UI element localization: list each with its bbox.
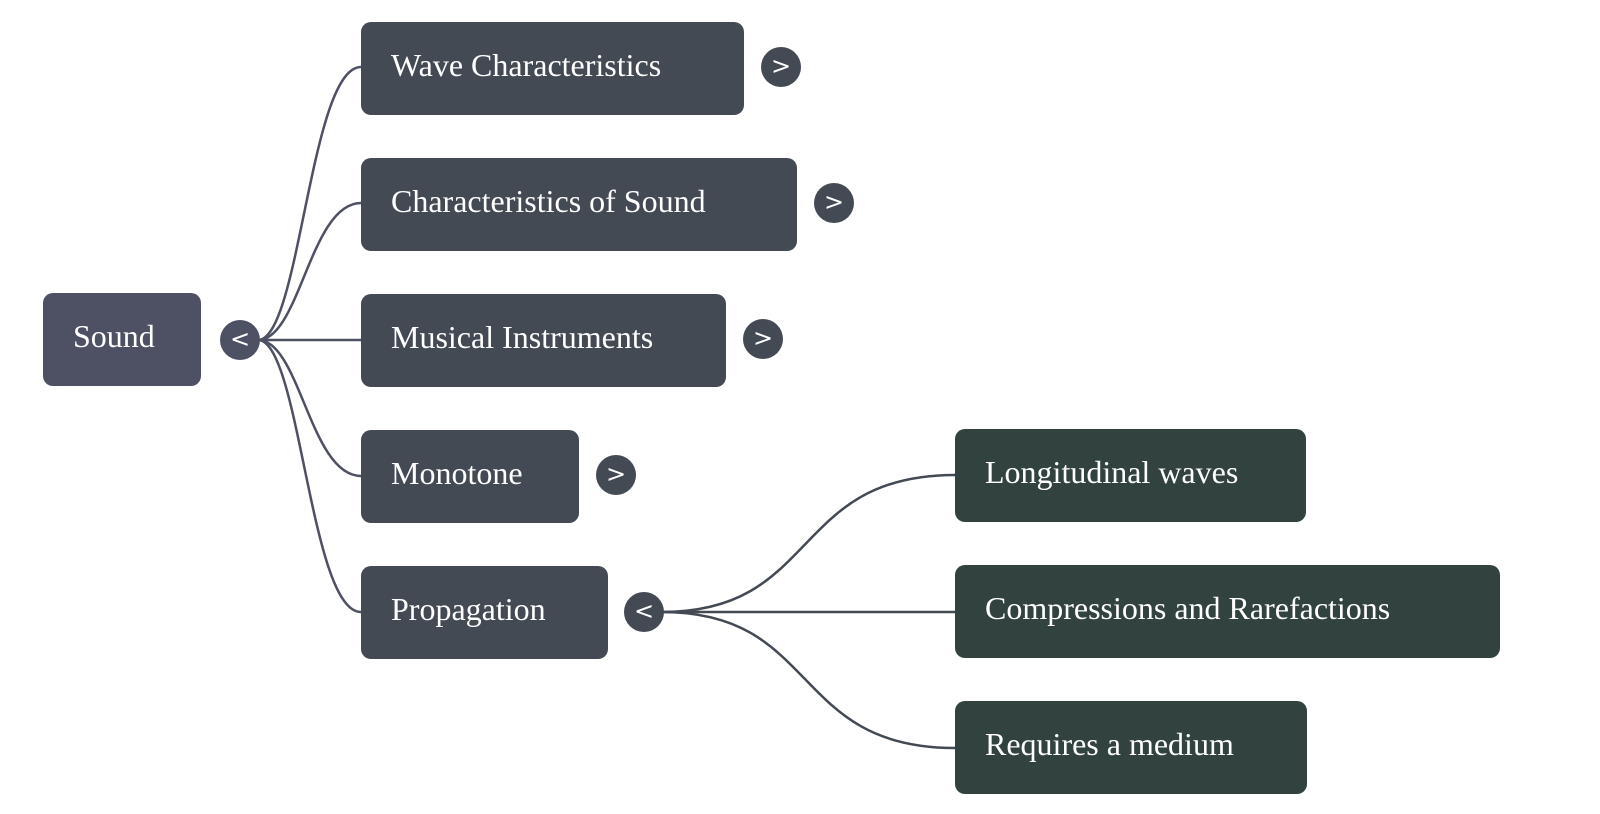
expand-icon: > <box>770 52 792 80</box>
node-label: Wave Characteristics <box>391 47 662 83</box>
collapse-icon: < <box>229 325 251 353</box>
node-label: Propagation <box>391 591 546 627</box>
connector-sound-to-characteristics-of-sound <box>257 201 362 342</box>
node-musical-instruments[interactable]: Musical Instruments <box>361 294 726 387</box>
expand-toggle-monotone[interactable]: > <box>596 455 636 495</box>
connector-sound-to-wave-characteristics <box>257 65 362 342</box>
node-wave-characteristics[interactable]: Wave Characteristics <box>361 22 744 115</box>
node-label: Monotone <box>391 455 523 491</box>
expand-icon: > <box>823 188 845 216</box>
node-label: Compressions and Rarefactions <box>985 590 1391 626</box>
collapse-toggle-propagation[interactable]: < <box>624 592 664 632</box>
expand-toggle-wave-characteristics[interactable]: > <box>761 47 801 87</box>
connector-sound-to-propagation <box>257 338 362 614</box>
connector-propagation-to-longitudinal-waves <box>661 473 956 614</box>
node-longitudinal-waves[interactable]: Longitudinal waves <box>955 429 1306 522</box>
node-label: Sound <box>73 318 155 354</box>
connector-propagation-to-requires-a-medium <box>661 610 956 750</box>
collapse-toggle-sound[interactable]: < <box>220 320 260 360</box>
connector-sound-to-monotone <box>257 338 362 478</box>
expand-icon: > <box>752 324 774 352</box>
node-label: Longitudinal waves <box>985 454 1239 490</box>
node-label: Requires a medium <box>985 726 1234 762</box>
node-sound[interactable]: Sound <box>43 293 201 386</box>
node-label: Musical Instruments <box>391 319 654 355</box>
node-label: Characteristics of Sound <box>391 183 706 219</box>
node-compressions-and-rarefactions[interactable]: Compressions and Rarefactions <box>955 565 1500 658</box>
collapse-icon: < <box>633 597 655 625</box>
expand-icon: > <box>605 460 627 488</box>
node-propagation[interactable]: Propagation <box>361 566 608 659</box>
node-characteristics-of-sound[interactable]: Characteristics of Sound <box>361 158 797 251</box>
node-monotone[interactable]: Monotone <box>361 430 579 523</box>
node-requires-a-medium[interactable]: Requires a medium <box>955 701 1307 794</box>
expand-toggle-characteristics-of-sound[interactable]: > <box>814 183 854 223</box>
expand-toggle-musical-instruments[interactable]: > <box>743 319 783 359</box>
